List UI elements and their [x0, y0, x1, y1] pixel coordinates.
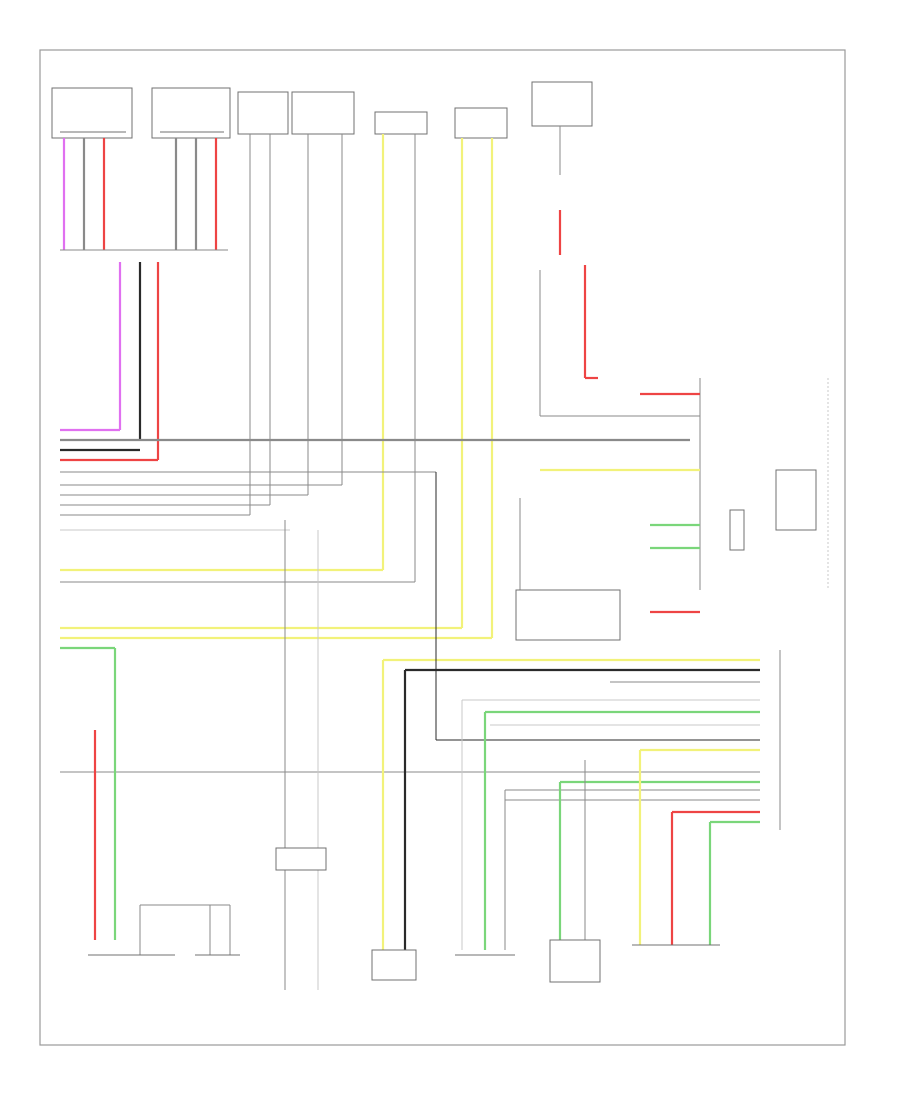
component-tl-sensor-1 — [51, 87, 133, 139]
sensor-wire-group — [60, 138, 228, 251]
component-front-sensor-right — [291, 91, 355, 135]
component-mid-connector — [275, 847, 327, 871]
component-small-module — [515, 589, 621, 641]
left-bus — [60, 428, 760, 773]
lower-center-wires — [381, 660, 712, 950]
lower-left-wires — [93, 648, 231, 955]
yellow-wire-group — [381, 134, 494, 638]
component-front-sensor-left — [237, 91, 289, 135]
component-tl-sensor-2 — [151, 87, 231, 139]
diagram-frame — [39, 49, 846, 1046]
center-verticals — [284, 520, 319, 990]
component-right-module — [699, 378, 829, 590]
relay-chain — [519, 126, 700, 640]
component-relay-box — [531, 81, 593, 127]
component-top-switch-2 — [454, 107, 508, 139]
right-bus — [383, 472, 781, 830]
component-bottom-switch — [549, 939, 601, 983]
harness-verticals — [118, 134, 343, 515]
component-top-switch-1 — [374, 111, 428, 135]
component-bottom-sensor-3 — [371, 949, 417, 981]
